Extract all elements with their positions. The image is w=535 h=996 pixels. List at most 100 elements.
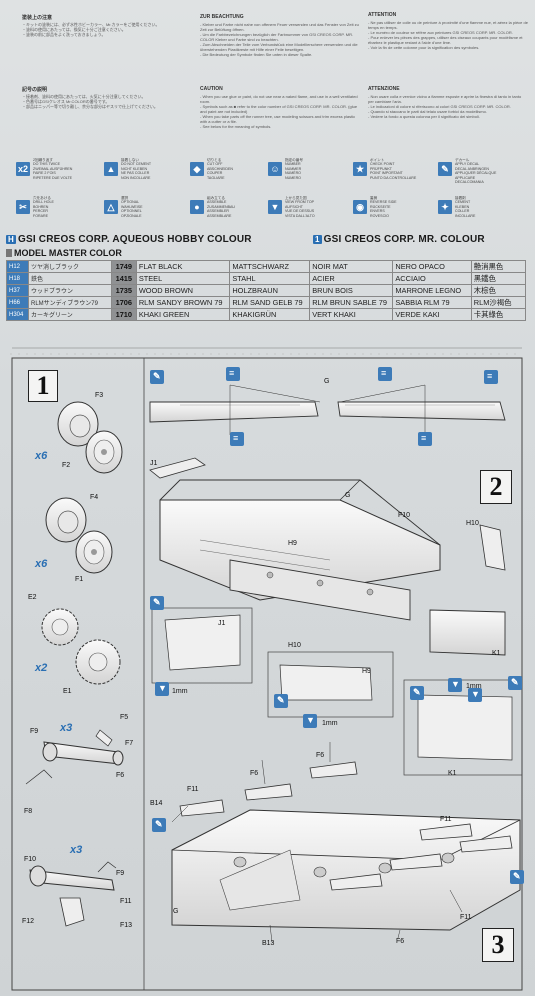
colour-cell-fr: VERT KHAKI bbox=[309, 308, 394, 321]
dim-1mm-a: 1mm bbox=[172, 688, 188, 695]
assembly-frame bbox=[11, 357, 523, 991]
paint-icon: ✎ bbox=[150, 370, 164, 384]
road-wheel-f4 bbox=[45, 497, 113, 574]
colour-cell-mm: 1749 bbox=[110, 260, 137, 273]
aqueous-brand-label: GSI CREOS CORP. AQUEOUS HOBBY COLOUR bbox=[17, 234, 252, 245]
part-f6-s3c: F6 bbox=[396, 938, 405, 945]
symbol-icon: ◉ bbox=[353, 200, 367, 214]
part-e2: E2 bbox=[28, 594, 37, 601]
colour-cell-kanji: 卡其綠色 bbox=[470, 308, 527, 321]
part-f1: F1 bbox=[75, 576, 84, 583]
drill-icon: ▼ bbox=[155, 682, 169, 696]
multiplier-x6: x6 bbox=[35, 450, 48, 462]
part-g: G bbox=[345, 492, 351, 499]
colour-cell-mm: 1735 bbox=[110, 284, 137, 297]
cement-icon-d: ≡ bbox=[230, 432, 244, 446]
part-f2: F2 bbox=[62, 462, 71, 469]
mr-badge: 1 bbox=[313, 235, 322, 244]
colour-cell-jp: カーキグリーン bbox=[28, 308, 112, 321]
symbol-icon: ▲ bbox=[104, 162, 118, 176]
part-h10-detail: H10 bbox=[288, 642, 301, 649]
drill-icon-c: ▼ bbox=[448, 678, 462, 692]
model-master-label: MODEL MASTER COLOR bbox=[14, 248, 122, 258]
jp2-title: 記号の説明 bbox=[22, 87, 48, 93]
drill-icon-d: ▼ bbox=[468, 688, 482, 702]
symbol-text: 指定の番号 NUMBER NUMMER NUMÉRO NUMERO bbox=[285, 158, 303, 180]
jp2-text: ・接着剤、塗料の使用にあたっては、火気に十分注意してください。 ・色番号はGSI… bbox=[22, 94, 158, 109]
it-text: - Non usare colla e vernice vicino a fia… bbox=[368, 94, 522, 119]
chassis-g bbox=[159, 479, 441, 621]
part-j1-detail: J1 bbox=[218, 620, 226, 627]
symbol-text: 選択 OPTIONAL WAHLWEISE OPTIONNEL OPZIONAL… bbox=[121, 196, 143, 218]
part-f6: F6 bbox=[116, 772, 125, 779]
hull-bottom-g bbox=[171, 809, 521, 931]
part-h9: H9 bbox=[288, 540, 297, 547]
suspension-arm-f11 bbox=[29, 861, 117, 927]
it-title: ATTENZIONE bbox=[368, 86, 400, 92]
multiplier-x3-b: x3 bbox=[70, 844, 83, 856]
part-f9-b: F9 bbox=[116, 870, 125, 877]
part-b13: B13 bbox=[262, 940, 275, 947]
colour-cell-mm: 1710 bbox=[110, 308, 137, 321]
part-f12: F12 bbox=[22, 918, 35, 925]
symbol-text: 接着剤 CEMENT KLEBEN COLLER INCOLLARE bbox=[455, 196, 476, 218]
part-f11-s3: F11 bbox=[187, 786, 199, 793]
step-2-badge: 2 bbox=[480, 470, 512, 504]
part-f8: F8 bbox=[24, 808, 33, 815]
symbol-icon: ★ bbox=[353, 162, 367, 176]
road-wheel-f3 bbox=[57, 401, 123, 474]
colour-cell-de: KHAKIGRÜN bbox=[229, 308, 311, 321]
multiplier-x2: x2 bbox=[35, 662, 48, 674]
paint-icon-f: ✎ bbox=[152, 818, 166, 832]
part-f11-s3c: F11 bbox=[460, 914, 472, 921]
aqueous-badge: H bbox=[6, 235, 16, 244]
detail-box-j1 bbox=[151, 607, 253, 684]
paint-icon-g: ✎ bbox=[510, 870, 524, 884]
suspension-parts-top bbox=[179, 761, 513, 891]
part-j1: J1 bbox=[150, 460, 158, 467]
part-f11-s3b: F11 bbox=[440, 816, 452, 823]
symbol-icon: x2 bbox=[16, 162, 30, 176]
part-f3: F3 bbox=[95, 392, 104, 399]
fr-title: ATTENTION bbox=[368, 12, 397, 18]
cement-icon: ≡ bbox=[226, 367, 240, 381]
part-h10: H10 bbox=[466, 520, 479, 527]
step-3-badge: 3 bbox=[482, 928, 514, 962]
multiplier-x6-b: x6 bbox=[35, 558, 48, 570]
step-1-badge: 1 bbox=[28, 370, 58, 402]
jp-text: ・キットの塗装には、必ず水性ホビーカラー、Mr.カラーをご使用ください。 ・塗料… bbox=[22, 22, 160, 37]
dim-1mm-b: 1mm bbox=[322, 720, 338, 727]
de-text: - Kleber und Farbe nicht nahe von offene… bbox=[200, 22, 359, 57]
fr-text: - Ne pas utiliser de colle ou de peintur… bbox=[368, 20, 528, 50]
part-g-s3: G bbox=[173, 908, 179, 915]
part-f10: F10 bbox=[24, 856, 37, 863]
colour-cell-mm: 1706 bbox=[110, 296, 137, 309]
detail-box-h9 bbox=[267, 651, 394, 718]
symbol-icon: ▼ bbox=[268, 200, 282, 214]
part-f10-s2: F10 bbox=[398, 512, 411, 519]
symbol-text: 接着しない DO NOT CEMENT NICHT KLEBEN NE PAS … bbox=[121, 158, 152, 180]
symbol-text: 切りとる CUT OFF ABSCHNEIDEN COUPER TAGLIARE bbox=[207, 158, 233, 180]
colour-cell-h: H304 bbox=[6, 308, 29, 321]
part-g-upper: G bbox=[324, 378, 330, 385]
paint-icon-b: ✎ bbox=[150, 596, 164, 610]
part-f4: F4 bbox=[90, 494, 99, 501]
part-f6-s3b: F6 bbox=[316, 752, 325, 759]
colour-cell-it: VERDE KAKI bbox=[392, 308, 472, 321]
part-b14: B14 bbox=[150, 800, 163, 807]
part-f9: F9 bbox=[30, 728, 39, 735]
symbol-text: 2回繰り返す DO THIS TWICE ZWEIMAL AUSFÜHREN F… bbox=[33, 158, 73, 180]
multiplier-x3: x3 bbox=[60, 722, 73, 734]
cement-icon-c: ≡ bbox=[484, 370, 498, 384]
part-f7: F7 bbox=[125, 740, 134, 747]
symbol-text: 上から見た図 VIEW FROM TOP AUFSICHT VUE DE DES… bbox=[285, 196, 315, 218]
suspension-arm-f7 bbox=[25, 729, 124, 785]
symbol-icon: ☺ bbox=[268, 162, 282, 176]
part-f6-s3: F6 bbox=[250, 770, 259, 777]
symbol-text: デカール APPLY DECAL DECAL ANBRINGEN APPLIQU… bbox=[455, 158, 497, 185]
colour-cell-h: H12 bbox=[6, 260, 29, 273]
